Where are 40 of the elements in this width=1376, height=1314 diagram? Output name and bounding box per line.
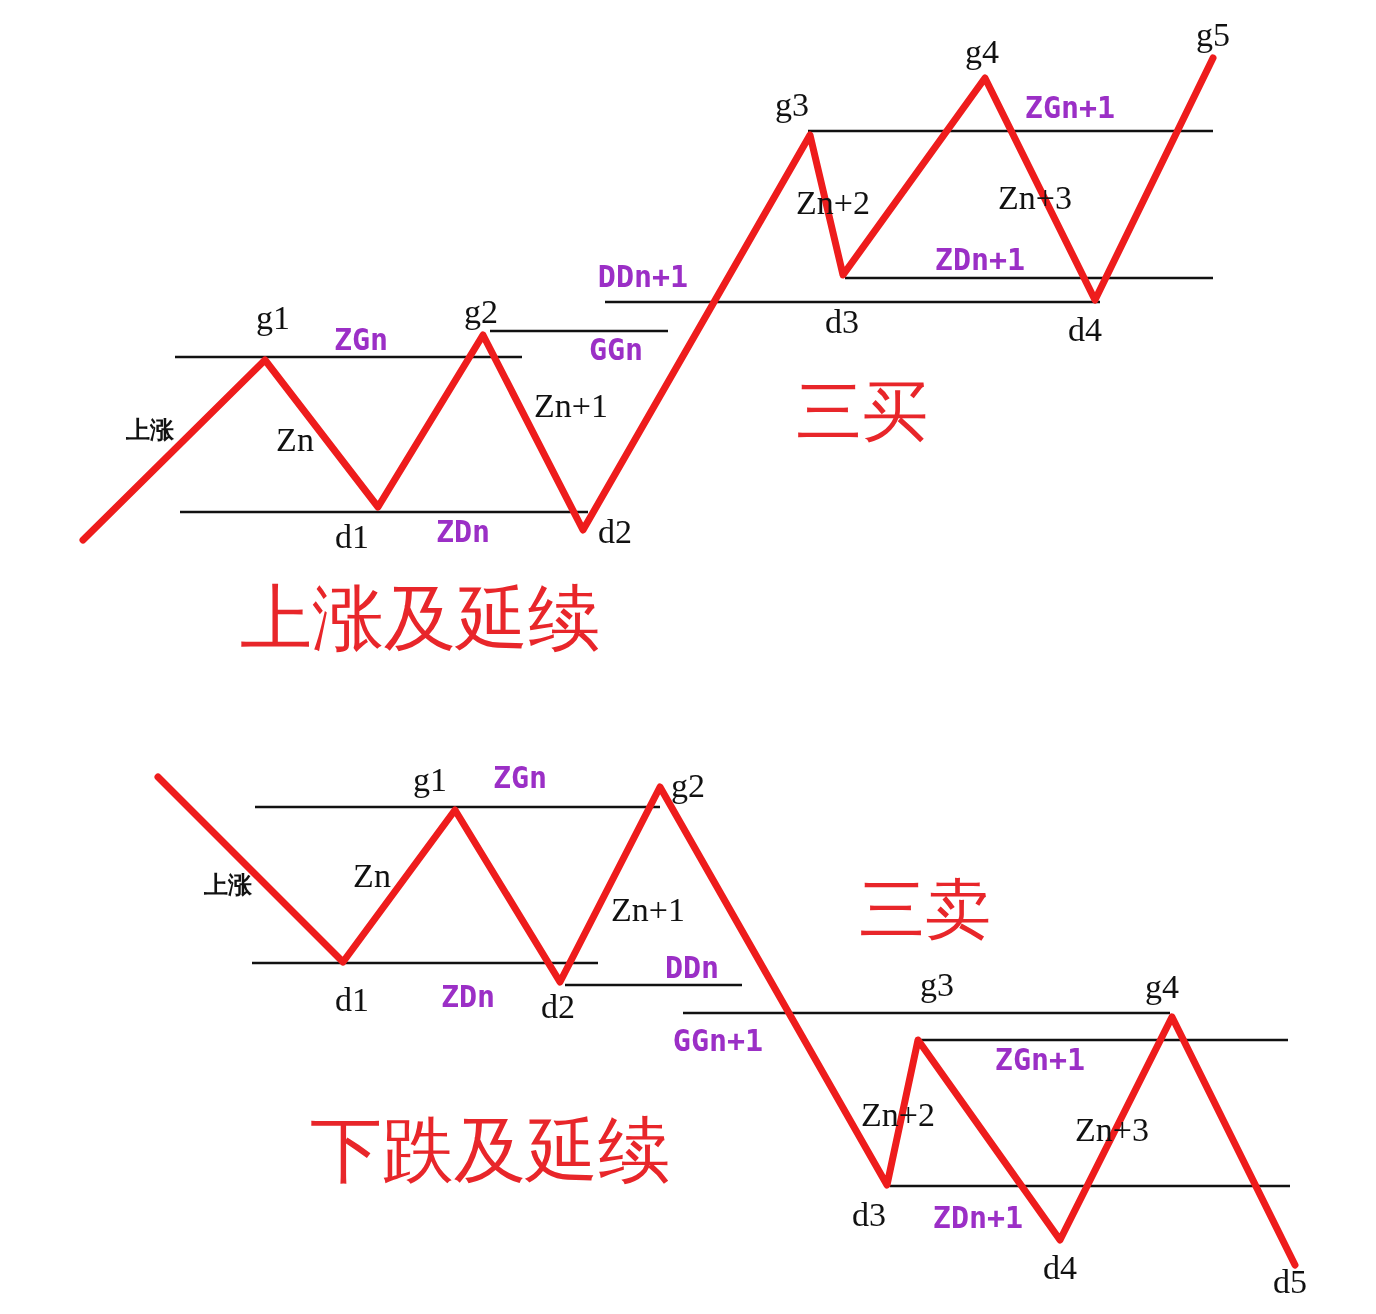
level-label: ZGn+1 [1024,93,1116,123]
point-label: g2 [671,769,705,803]
trend-label: 上涨 [126,418,174,442]
signal-label: 三买 [796,379,928,445]
level-label: DDn [664,953,720,983]
panel-title: 上涨及延续 [240,582,600,654]
level-label: ZDn+1 [932,1203,1024,1233]
point-label: Zn [276,423,314,457]
point-label: g3 [775,88,809,122]
level-label: ZDn [435,517,491,547]
point-label: d4 [1043,1251,1077,1285]
point-label: g1 [256,301,290,335]
point-label: d4 [1068,313,1102,347]
point-label: g1 [413,763,447,797]
level-label: ZGn [492,763,548,793]
level-label: ZDn [440,982,496,1012]
signal-label: 三卖 [859,877,991,943]
point-label: d3 [825,305,859,339]
level-label: ZGn [333,325,389,355]
panel-title: 下跌及延续 [310,1114,670,1186]
point-label: d1 [335,520,369,554]
point-label: Zn [353,859,391,893]
level-label: ZGn+1 [994,1045,1086,1075]
level-label: ZDn+1 [934,245,1026,275]
level-label: GGn+1 [672,1026,764,1056]
point-label: d1 [335,983,369,1017]
level-label: GGn [588,335,644,365]
point-label: d5 [1273,1265,1307,1299]
point-label: g4 [1145,970,1179,1004]
point-label: Zn+1 [534,389,608,423]
point-label: g4 [965,35,999,69]
point-label: d3 [852,1198,886,1232]
point-label: d2 [598,515,632,549]
point-label: g3 [920,968,954,1002]
point-label: g5 [1196,18,1230,52]
point-label: g2 [464,295,498,329]
point-label: d2 [541,990,575,1024]
point-label: Zn+1 [611,893,685,927]
level-label: DDn+1 [597,262,689,292]
trend-label: 上涨 [204,873,252,897]
